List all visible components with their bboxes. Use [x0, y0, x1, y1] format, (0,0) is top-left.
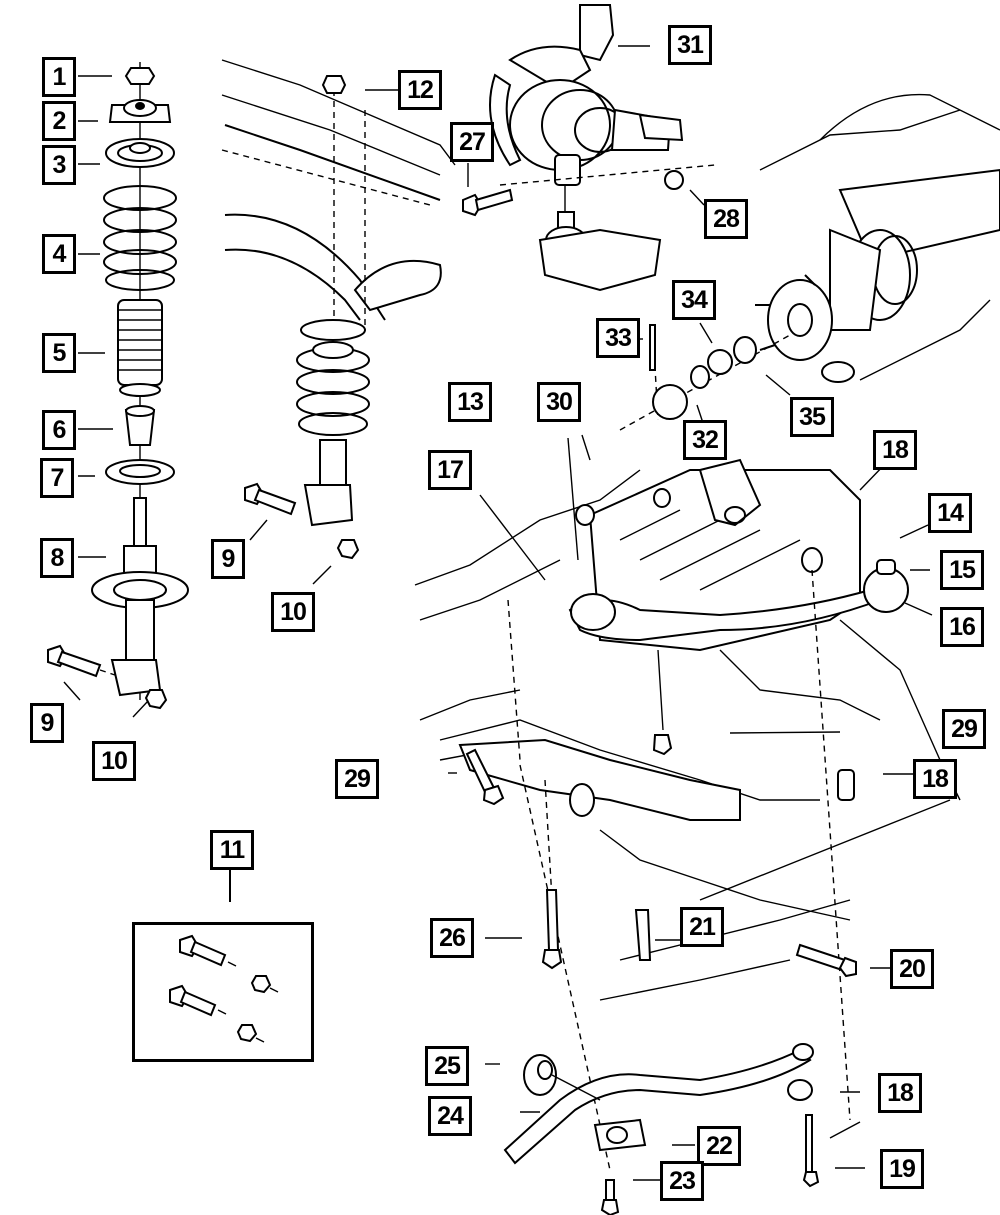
- knuckle-drawing: [462, 4, 716, 292]
- callout-18[interactable]: 18: [913, 759, 957, 799]
- callout-32[interactable]: 32: [683, 420, 727, 460]
- callout-13[interactable]: 13: [448, 382, 492, 422]
- callout-22[interactable]: 22: [697, 1126, 741, 1166]
- stabilizer-bar-drawing: [485, 1043, 865, 1215]
- callout-18[interactable]: 18: [878, 1073, 922, 1113]
- crossmember-drawing: [414, 434, 961, 1171]
- callout-9[interactable]: 9: [30, 703, 64, 743]
- callout-10[interactable]: 10: [271, 592, 315, 632]
- callout-26[interactable]: 26: [430, 918, 474, 958]
- callout-27[interactable]: 27: [450, 122, 494, 162]
- callout-8[interactable]: 8: [40, 538, 74, 578]
- callout-4[interactable]: 4: [42, 234, 76, 274]
- hardware-kit-frame: [132, 922, 314, 1062]
- kit-contents-drawing: [169, 870, 279, 1043]
- callout-24[interactable]: 24: [428, 1096, 472, 1136]
- callout-17[interactable]: 17: [428, 450, 472, 490]
- callout-23[interactable]: 23: [660, 1161, 704, 1201]
- callout-18[interactable]: 18: [873, 430, 917, 470]
- strut-stack-drawing: [47, 62, 189, 718]
- callout-19[interactable]: 19: [880, 1149, 924, 1189]
- callout-34[interactable]: 34: [672, 280, 716, 320]
- callout-6[interactable]: 6: [42, 410, 76, 450]
- callout-7[interactable]: 7: [40, 458, 74, 498]
- callout-15[interactable]: 15: [940, 550, 984, 590]
- callout-25[interactable]: 25: [425, 1046, 469, 1086]
- callout-21[interactable]: 21: [680, 907, 724, 947]
- callout-11[interactable]: 11: [210, 830, 254, 870]
- callout-14[interactable]: 14: [928, 493, 972, 533]
- callout-3[interactable]: 3: [42, 145, 76, 185]
- callout-33[interactable]: 33: [596, 318, 640, 358]
- callout-29[interactable]: 29: [335, 759, 379, 799]
- callout-35[interactable]: 35: [790, 397, 834, 437]
- callout-2[interactable]: 2: [42, 101, 76, 141]
- installed-strut-drawing: [221, 59, 456, 585]
- callout-28[interactable]: 28: [704, 199, 748, 239]
- callout-1[interactable]: 1: [42, 57, 76, 97]
- callout-12[interactable]: 12: [398, 70, 442, 110]
- hub-drawing: [619, 93, 1000, 431]
- callout-10[interactable]: 10: [92, 741, 136, 781]
- callout-5[interactable]: 5: [42, 333, 76, 373]
- callout-29[interactable]: 29: [942, 709, 986, 749]
- callout-9[interactable]: 9: [211, 539, 245, 579]
- callout-20[interactable]: 20: [890, 949, 934, 989]
- callout-16[interactable]: 16: [940, 607, 984, 647]
- callout-30[interactable]: 30: [537, 382, 581, 422]
- callout-31[interactable]: 31: [668, 25, 712, 65]
